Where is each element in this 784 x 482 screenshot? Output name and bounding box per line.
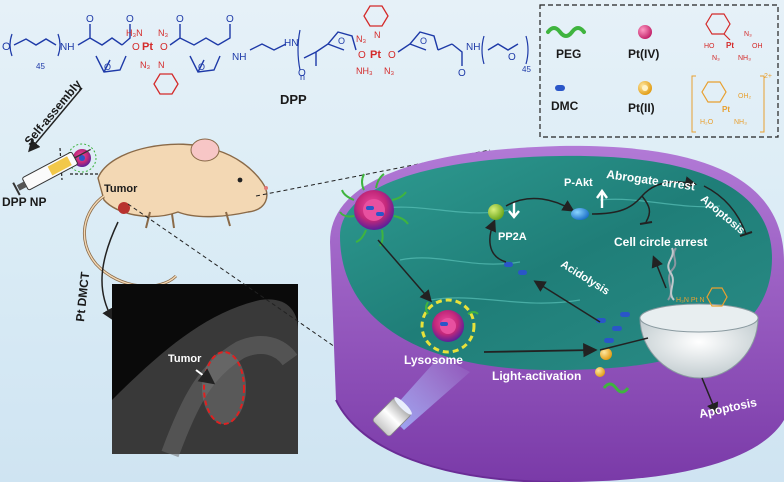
svg-text:HO: HO — [704, 43, 715, 50]
svg-text:2+: 2+ — [764, 73, 772, 80]
svg-text:O: O — [358, 50, 366, 61]
pt-iv-sphere-icon — [638, 25, 652, 39]
nucleus-dna — [639, 247, 759, 379]
svg-text:NH₃: NH₃ — [356, 66, 373, 76]
carbonyl-o-2: O — [126, 14, 134, 25]
tumor-mouse-mark — [118, 202, 130, 214]
pt-ii-sphere-icon — [638, 81, 652, 95]
bridge-o-2: O — [198, 62, 205, 72]
svg-text:NH₃: NH₃ — [734, 119, 747, 126]
carbonyl-o-6: O — [458, 68, 466, 79]
tumor-mouse-label: Tumor — [104, 183, 138, 195]
repeat-subscript: n — [300, 72, 305, 82]
tumor-ct-label: Tumor — [168, 353, 202, 365]
amide-hn-middle: HN — [284, 38, 298, 49]
legend-dmc-label: DMC — [551, 99, 579, 113]
svg-text:O: O — [132, 42, 140, 53]
peg-released — [602, 382, 630, 394]
peg-wave-icon — [546, 26, 586, 38]
p-akt-up-arrow — [596, 188, 608, 208]
syringe-icon — [12, 148, 91, 196]
bridge-o-4: O — [420, 36, 427, 46]
pt-ii-released — [595, 348, 612, 377]
pp2a-label: PP2A — [498, 231, 527, 243]
legend-peg-label: PEG — [556, 47, 581, 61]
amide-nh-left: NH — [60, 42, 74, 53]
peg-left-oxygen: O — [2, 41, 11, 53]
svg-text:N: N — [374, 30, 381, 40]
dpp-polymer-structure: O 45 NH O O O O Pt O H₃N N₃ N₃ N O O O N… — [2, 5, 531, 107]
svg-text:H₃N: H₃N — [126, 28, 143, 38]
bridge-o-3: O — [338, 36, 345, 46]
light-source-icon — [372, 397, 412, 437]
svg-text:OH₂: OH₂ — [738, 93, 752, 100]
ct-scan-image — [112, 284, 298, 458]
lysosome — [420, 298, 479, 354]
pp2a-down-arrow — [508, 202, 520, 219]
legend-pt-iv-label: Pt(IV) — [628, 47, 659, 61]
dmc-capsule-path-2 — [518, 270, 527, 275]
svg-text:N₃: N₃ — [356, 34, 366, 44]
dpp-label: DPP — [280, 92, 307, 107]
svg-text:Pt: Pt — [726, 41, 734, 50]
carbonyl-o-3: O — [176, 14, 184, 25]
svg-text:N: N — [158, 60, 165, 70]
carbonyl-o-4: O — [226, 14, 234, 25]
self-assembly-step: Self-assembly — [22, 77, 85, 153]
cell-cycle-arrest-label: Cell circle arrest — [614, 235, 707, 249]
pt-ii-structure-icon: OH₂ Pt H₂O NH₃ 2+ — [691, 73, 772, 133]
light-activation-label: Light-activation — [492, 369, 581, 383]
svg-text:Pt: Pt — [722, 105, 730, 114]
svg-text:N₃: N₃ — [712, 55, 720, 62]
legend-pt-ii-label: Pt(II) — [628, 101, 655, 115]
pt-iv-center-1: O Pt O H₃N N₃ N₃ N — [126, 28, 179, 95]
carbonyl-o-1: O — [86, 14, 94, 25]
carbonyl-o-5: O — [298, 68, 306, 79]
svg-text:H₂O: H₂O — [700, 119, 714, 126]
svg-text:N₃: N₃ — [140, 60, 150, 70]
svg-text:OH: OH — [752, 43, 763, 50]
svg-text:Pt: Pt — [370, 49, 381, 61]
pt-dmct-label: Pt DMCT — [73, 270, 92, 322]
dpp-np-label: DPP NP — [2, 195, 46, 209]
svg-text:H₃N Pt N: H₃N Pt N — [676, 297, 705, 304]
svg-text:N₃: N₃ — [384, 66, 394, 76]
dmc-capsule-icon — [555, 85, 565, 91]
amide-nh-middle: NH — [232, 52, 246, 63]
peg-left-subscript: 45 — [36, 62, 45, 71]
lysosome-label: Lysosome — [404, 353, 463, 367]
pt-iv-structure-icon: N₃ HO Pt OH N₃ NH₃ — [704, 13, 763, 62]
svg-text:O: O — [388, 50, 396, 61]
mouse-illustration — [82, 138, 268, 288]
p-akt-sphere — [571, 208, 589, 220]
dmc-capsule-path-1 — [504, 262, 513, 267]
pp2a-sphere — [488, 204, 504, 220]
legend-box: PEG Pt(IV) N₃ HO Pt OH N₃ NH₃ DMC Pt(II) — [539, 4, 779, 138]
svg-text:N₃: N₃ — [158, 28, 168, 38]
svg-text:N₃: N₃ — [744, 31, 752, 38]
amide-nh-right: NH — [466, 42, 480, 53]
bridge-o-1: O — [104, 62, 111, 72]
svg-text:Pt: Pt — [142, 41, 153, 53]
pt-iv-center-2: N N₃ O Pt O NH₃ N₃ — [356, 5, 396, 76]
self-assembly-label: Self-assembly — [22, 77, 85, 148]
tumor-outline — [203, 351, 245, 425]
svg-text:NH₃: NH₃ — [738, 55, 751, 62]
pt-dna-complex: H₃N Pt N — [676, 287, 728, 307]
svg-text:O: O — [160, 42, 168, 53]
peg-right-subscript: 45 — [522, 65, 531, 74]
peg-right-oxygen: O — [508, 52, 516, 63]
p-akt-label: P-Akt — [564, 177, 593, 189]
dpp-nanoparticle-large — [339, 173, 409, 247]
